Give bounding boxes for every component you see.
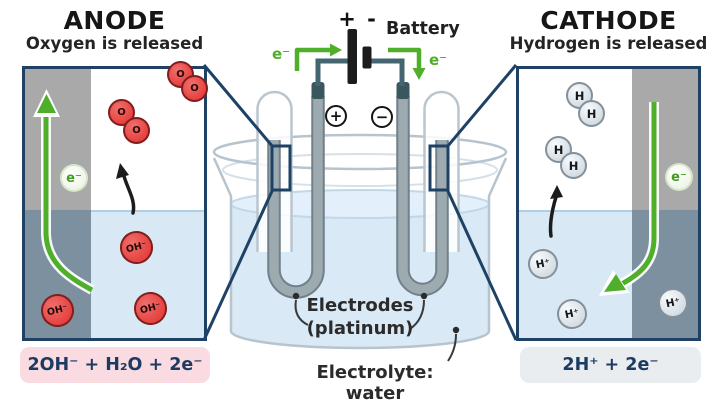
anode-title: ANODE (63, 6, 166, 35)
battery-polarity-label: + - (338, 7, 378, 31)
cathode-electrode-surface-submerged (632, 210, 698, 338)
gas-collection-tubes (256, 90, 460, 252)
anode-electron-badge: e⁻ (60, 164, 88, 192)
cathode-electrode-surface (632, 69, 698, 210)
cathode-subtitle: Hydrogen is released (509, 34, 708, 53)
cathode-electron-badge: e⁻ (665, 163, 693, 191)
negative-terminal-icon: − (371, 106, 393, 128)
electron-flow-arrows-battery (294, 43, 426, 80)
battery-label: Battery (386, 19, 460, 39)
cathode-cap (396, 82, 410, 99)
anode-half-reaction: 2OH⁻ + H₂O + 2e⁻ (20, 347, 210, 383)
hydrogen-atom: H (560, 152, 587, 179)
electrodes-label: Electrodes (306, 295, 414, 316)
oxygen-atom: O (123, 117, 150, 144)
positive-terminal-icon: + (325, 105, 347, 127)
anode-cap (311, 82, 325, 99)
oxygen-atom: O (167, 61, 194, 88)
electron-label-right: e⁻ (429, 51, 448, 69)
electrolyte-label: Electrolyte: water (316, 362, 434, 404)
electrodes-material-label: (platinum) (306, 318, 414, 339)
platinum-electrodes (267, 82, 449, 299)
cathode-half-reaction: 2H⁺ + 2e⁻ (520, 347, 701, 383)
oxygen-atom: O (181, 75, 208, 102)
beaker (212, 133, 508, 350)
battery-long-plate (347, 29, 357, 84)
electron-label-left: e⁻ (272, 45, 291, 63)
battery-short-plate (362, 46, 372, 69)
anode-subtitle: Oxygen is released (25, 34, 204, 53)
hydrogen-atom: H (578, 100, 605, 127)
cathode-title: CATHODE (540, 6, 677, 35)
